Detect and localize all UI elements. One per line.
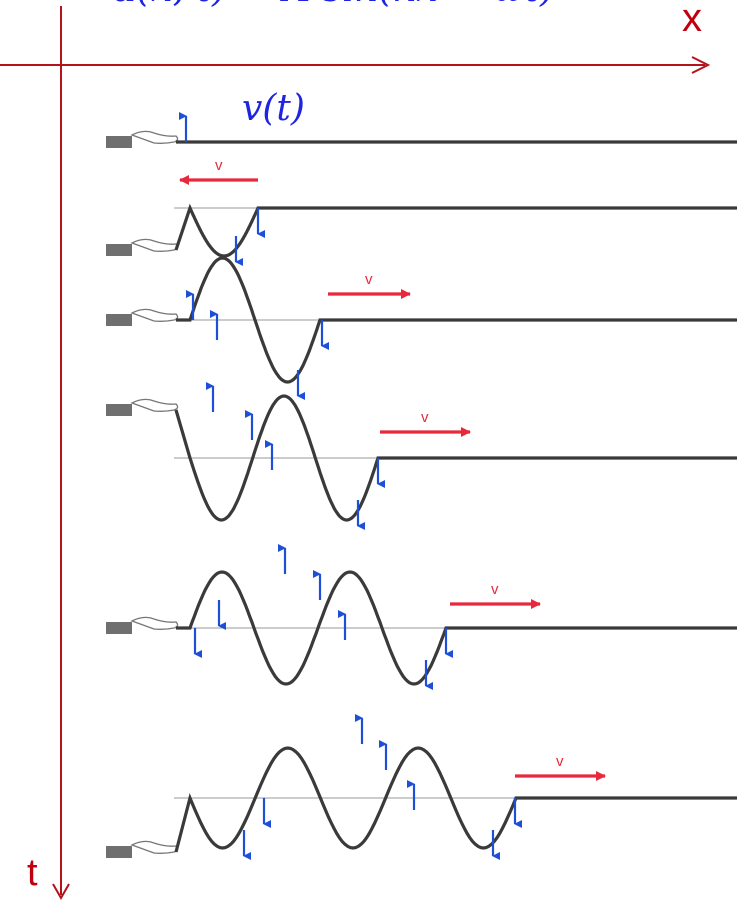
x-axis-arrowhead bbox=[691, 56, 711, 74]
hand-icon bbox=[106, 238, 179, 256]
t-axis-arrowhead bbox=[52, 883, 70, 901]
hand-icon bbox=[106, 616, 179, 634]
hand-icon bbox=[106, 840, 179, 858]
speed-label: v bbox=[215, 157, 223, 174]
snapshots: v v v v v bbox=[106, 112, 737, 860]
snapshot-6: v bbox=[106, 714, 737, 860]
hand-icon bbox=[106, 398, 179, 416]
velocity-label: v(t) bbox=[242, 88, 305, 129]
speed-label: v bbox=[421, 409, 429, 426]
string-wave bbox=[174, 394, 737, 522]
hand-icon bbox=[106, 308, 179, 326]
axes bbox=[0, 6, 711, 901]
hand-icon bbox=[106, 130, 179, 148]
snapshot-4: v bbox=[106, 382, 737, 530]
speed-label: v bbox=[556, 753, 564, 770]
t-axis-label: t bbox=[27, 852, 38, 894]
speed-label: v bbox=[491, 581, 499, 598]
string-wave bbox=[176, 570, 737, 686]
string-wave bbox=[174, 203, 737, 258]
snapshot-1 bbox=[106, 112, 737, 148]
speed-label: v bbox=[365, 271, 373, 288]
snapshot-3: v bbox=[106, 256, 737, 400]
snapshot-2: v bbox=[106, 157, 737, 266]
string-wave bbox=[174, 746, 737, 853]
wave-equation: u(x, t) = A sin(kx − ωt) bbox=[112, 0, 632, 32]
snapshot-5: v bbox=[106, 544, 737, 690]
x-axis-label: x bbox=[682, 0, 702, 40]
